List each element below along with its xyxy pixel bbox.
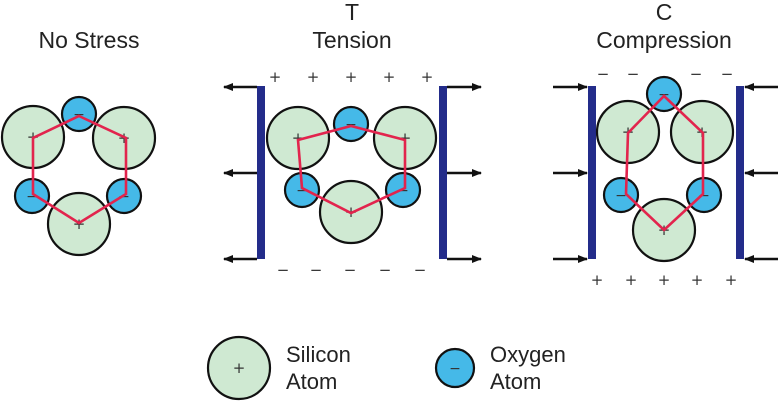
no-stress-title: No Stress <box>39 27 140 53</box>
compression-title: Compression <box>596 27 732 53</box>
compression-bottom-charges: + + + + + <box>591 271 738 289</box>
svg-text:−: − <box>379 261 392 279</box>
legend-silicon-label-line1: Silicon <box>286 342 351 367</box>
svg-text:+: + <box>233 359 246 377</box>
tension-letter: T <box>345 0 359 25</box>
compression-structure: +++−−− <box>553 75 778 263</box>
svg-text:−: − <box>690 65 703 83</box>
legend-oxygen-label-line2: Atom <box>490 369 541 394</box>
svg-text:+: + <box>345 68 358 86</box>
compression-letter: C <box>656 0 673 25</box>
svg-text:−: − <box>397 183 409 199</box>
svg-text:−: − <box>698 188 710 204</box>
svg-text:+: + <box>625 271 638 289</box>
tension-structure: +++−−− <box>223 83 482 263</box>
tension-title: Tension <box>312 27 391 53</box>
silicon-atom: + <box>265 105 331 171</box>
svg-text:−: − <box>26 189 38 205</box>
tension-bottom-charges: − − − − − <box>277 261 427 279</box>
svg-text:−: − <box>449 361 461 377</box>
left-plate <box>588 86 596 259</box>
svg-text:+: + <box>691 271 704 289</box>
silicon-atom: + <box>372 105 438 171</box>
svg-text:−: − <box>721 65 734 83</box>
svg-text:−: − <box>627 65 640 83</box>
svg-text:+: + <box>269 68 282 86</box>
svg-text:+: + <box>292 129 305 147</box>
svg-text:+: + <box>591 271 604 289</box>
legend-silicon-atom: + <box>206 335 272 401</box>
svg-text:+: + <box>383 68 396 86</box>
svg-text:−: − <box>118 189 130 205</box>
no-stress-structure: +++−−− <box>0 95 157 257</box>
svg-text:−: − <box>277 261 290 279</box>
oxygen-atom: − <box>602 176 640 214</box>
svg-text:−: − <box>615 188 627 204</box>
svg-text:+: + <box>421 68 434 86</box>
legend: +− <box>206 335 476 401</box>
bond-ring <box>31 114 128 225</box>
svg-text:+: + <box>307 68 320 86</box>
oxygen-atom: − <box>332 105 370 143</box>
left-plate <box>257 86 265 259</box>
svg-text:+: + <box>725 271 738 289</box>
compression-top-charges: − − − − <box>597 65 734 83</box>
svg-text:−: − <box>597 65 610 83</box>
bond-ring <box>624 94 705 232</box>
svg-text:+: + <box>399 129 412 147</box>
svg-text:−: − <box>414 261 427 279</box>
bond-ring <box>296 124 407 215</box>
svg-text:−: − <box>344 261 357 279</box>
right-plate <box>736 86 744 259</box>
legend-oxygen-atom: − <box>434 347 476 389</box>
right-plate <box>439 86 447 259</box>
svg-text:−: − <box>296 183 308 199</box>
legend-silicon-label-line2: Atom <box>286 369 337 394</box>
oxygen-atom: − <box>60 95 98 133</box>
tension-top-charges: + + + + + <box>269 68 434 86</box>
svg-text:−: − <box>310 261 323 279</box>
svg-text:+: + <box>658 271 671 289</box>
legend-oxygen-label-line1: Oxygen <box>490 342 566 367</box>
